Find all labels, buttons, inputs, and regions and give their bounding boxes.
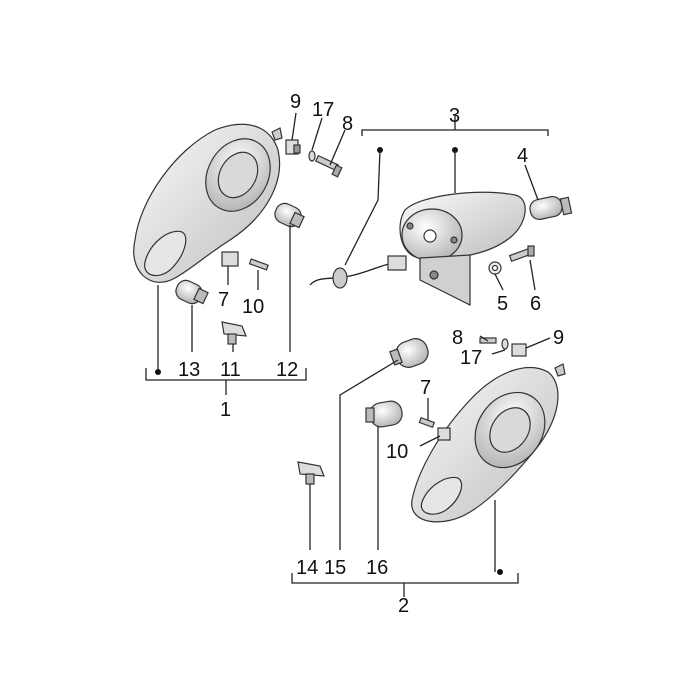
right-clip-10 [437,427,451,441]
callout-7-left: 7 [218,289,229,311]
tail-bulb-4 [529,195,573,221]
callout-5: 5 [497,293,508,315]
callout-9-top: 9 [290,91,301,113]
callout-8-right: 8 [452,327,463,349]
callout-14: 14 [296,557,318,579]
callout-17-right: 17 [460,347,482,369]
group-3-leaders [344,115,549,291]
callout-10-left: 10 [242,296,264,318]
left-screw-10 [248,258,269,271]
callout-1: 1 [220,399,231,421]
left-screw-8 [314,154,343,178]
callout-12: 12 [276,359,298,381]
right-clip-14 [297,461,325,485]
callout-13: 13 [178,359,200,381]
left-bulb-12 [274,202,305,229]
right-clip-9 [511,343,527,357]
left-clip-7 [221,251,239,267]
callout-8-top: 8 [342,113,353,135]
callout-16: 16 [366,557,388,579]
left-washer-17 [308,150,316,162]
callout-15: 15 [324,557,346,579]
group-2-leaders [291,335,551,597]
callout-6: 6 [530,293,541,315]
callout-4: 4 [517,145,528,167]
callout-labels: 9 17 8 7 10 13 11 12 1 3 4 5 6 8 17 9 7 … [178,91,564,617]
right-bulb-16 [365,400,403,428]
group-1-leaders [145,112,346,395]
callout-2: 2 [398,595,409,617]
tail-washer-5 [488,261,502,275]
left-lamp-housing [133,123,283,283]
callout-10-right: 10 [386,441,408,463]
right-screw-7 [418,416,436,428]
right-lamp-housing [411,363,566,523]
left-bulb-13 [175,279,209,305]
tail-lamp-body [399,191,526,306]
callout-17-top: 17 [312,99,334,121]
callout-3: 3 [449,105,460,127]
tail-lamp-wire [309,255,407,289]
callout-9-right: 9 [553,327,564,349]
right-washer-17 [501,338,509,350]
left-clip-11 [221,321,247,345]
callout-11: 11 [220,359,241,381]
callout-7-right: 7 [420,377,431,399]
right-bulb-15 [389,338,429,368]
tail-screw-6 [508,245,535,263]
left-clip-9 [285,139,301,155]
